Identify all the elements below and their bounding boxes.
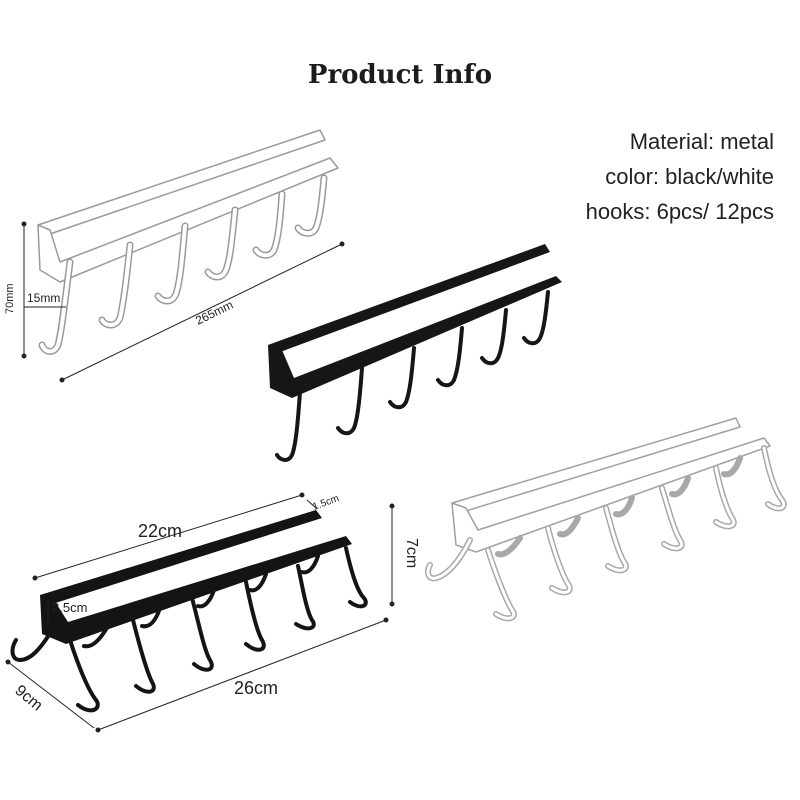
white-hanger-12-hooks xyxy=(425,417,787,622)
page-title: Product Info xyxy=(307,60,493,90)
white-hanger-6-hooks xyxy=(37,129,339,355)
black-hanger-12-hooks xyxy=(10,510,368,713)
dim-black-length: 26cm xyxy=(234,678,278,698)
dim-black-height: 7cm xyxy=(403,538,420,568)
spec-color: color: black/white xyxy=(605,164,774,189)
dim-black-gap: 2.5cm xyxy=(52,600,87,615)
dim-white-depth: 15mm xyxy=(27,291,60,305)
dim-white-length: 265mm xyxy=(193,298,235,328)
black-hanger-6-hooks xyxy=(268,244,562,462)
spec-list: Material: metal color: black/white hooks… xyxy=(586,124,774,229)
white-hanger-dimensions xyxy=(21,221,345,383)
spec-material: Material: metal xyxy=(629,129,774,154)
dim-black-length-top: 22cm xyxy=(138,521,182,541)
dim-white-height: 70mm xyxy=(4,283,16,314)
dim-black-width-top: 1.5cm xyxy=(311,493,340,513)
spec-hooks: hooks: 6pcs/ 12pcs xyxy=(585,199,774,224)
black-hanger-dimensions xyxy=(5,492,395,733)
